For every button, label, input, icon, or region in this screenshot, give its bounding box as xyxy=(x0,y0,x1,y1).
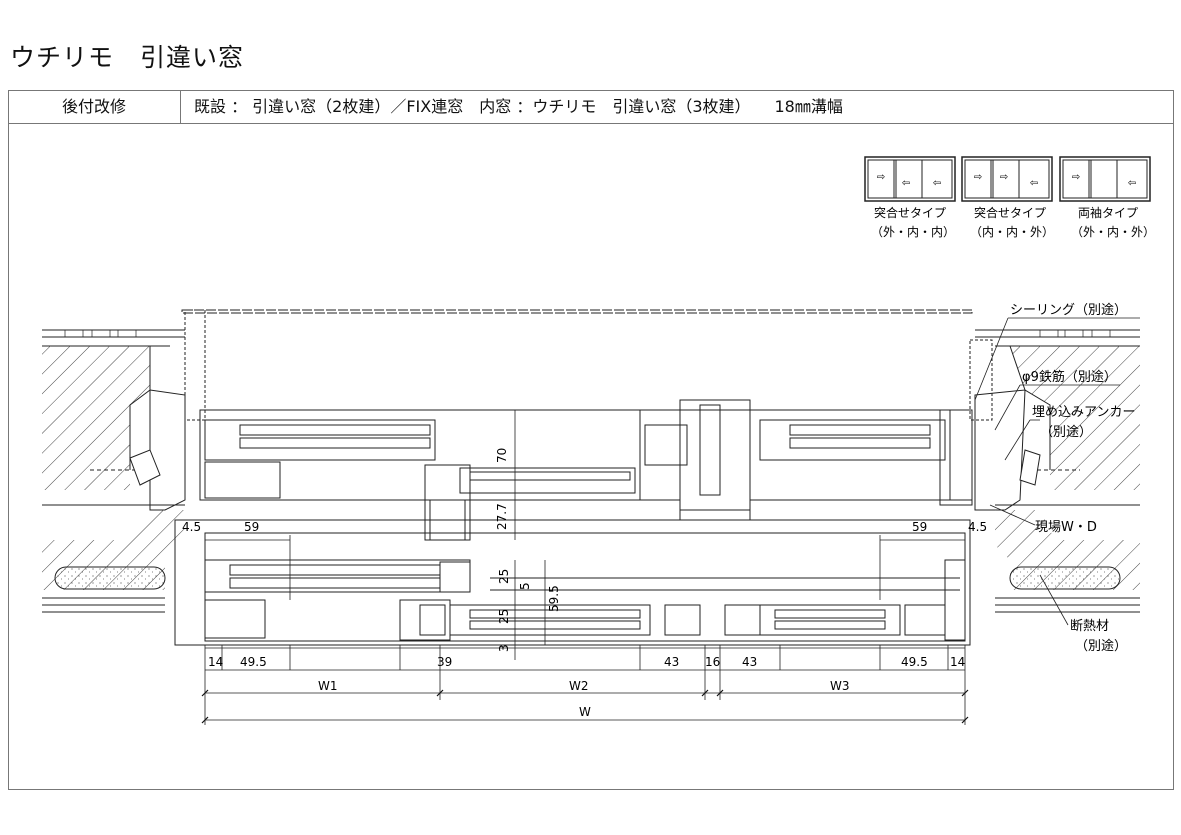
dim-25-upper: 25 xyxy=(497,569,511,584)
callout-rebar: φ9鉄筋（別途） xyxy=(1022,369,1117,385)
dim-4-5-left: 4.5 xyxy=(182,520,201,534)
callout-insulation-line2: （別途） xyxy=(1075,638,1127,654)
type-1-name: 突合せタイプ xyxy=(874,205,946,220)
dim-4-5-right: 4.5 xyxy=(968,520,987,534)
drawing-frame xyxy=(8,90,1174,790)
dim-25-lower: 25 xyxy=(497,609,511,624)
type-2-sub: （内・内・外） xyxy=(970,225,1054,239)
type-1-arrow-2: ⇦ xyxy=(902,178,910,189)
type-1-arrow-1: ⇨ xyxy=(877,172,885,183)
type-3-sub: （外・内・外） xyxy=(1071,225,1155,239)
dim-27-7: 27.7 xyxy=(495,503,509,530)
type-2-arrow-1: ⇨ xyxy=(974,172,982,183)
type-2-name: 突合せタイプ xyxy=(974,205,1046,220)
callout-site-wd: 現場W・D xyxy=(1035,520,1097,535)
spec-description: 既設 ： 引違い窓（2枚建）／FIX連窓 内窓 ：ウチリモ 引違い窓（3枚建） … xyxy=(194,97,843,116)
existing-window xyxy=(181,309,973,541)
callout-anchor-line1: 埋め込みアンカー xyxy=(1032,405,1135,420)
type-icon-1 xyxy=(864,156,956,202)
dim-w3: W3 xyxy=(830,679,850,693)
callout-anchor-line2: （別途） xyxy=(1040,424,1092,440)
type-3-name: 両袖タイプ xyxy=(1078,205,1138,220)
type-1-arrow-3: ⇦ xyxy=(933,178,941,189)
dim-70: 70 xyxy=(495,448,509,463)
right-wall xyxy=(969,329,1140,613)
dim-bottom-49-5-right: 49.5 xyxy=(901,655,928,669)
spec-category: 後付改修 xyxy=(8,90,181,123)
dim-ticks xyxy=(201,689,969,724)
spec-header-row: 後付改修 既設 ： 引違い窓（2枚建）／FIX連窓 内窓 ：ウチリモ 引違い窓（… xyxy=(8,90,1174,124)
type-2-arrow-3: ⇦ xyxy=(1030,178,1038,189)
dim-bottom-43-a: 43 xyxy=(664,655,679,669)
dim-bottom-39: 39 xyxy=(437,655,452,669)
type-1-sub: （外・内・内） xyxy=(871,225,955,239)
dimension-lines xyxy=(204,410,966,725)
callout-sealing: シーリング（別途） xyxy=(1010,302,1127,318)
dim-3: 3 xyxy=(497,644,511,652)
dim-bottom-49-5-left: 49.5 xyxy=(240,655,267,669)
dim-bottom-14-right: 14 xyxy=(950,655,965,669)
dim-w1: W1 xyxy=(318,679,338,693)
dim-bottom-14-left: 14 xyxy=(208,655,223,669)
dim-bottom-43-b: 43 xyxy=(742,655,757,669)
dim-w: W xyxy=(579,705,591,719)
left-wall xyxy=(42,309,206,613)
page-title: ウチリモ 引違い窓 xyxy=(10,43,245,72)
dim-59-right: 59 xyxy=(912,520,927,534)
dim-59-5: 59.5 xyxy=(547,585,561,612)
type-icon-2 xyxy=(961,156,1053,202)
type-3-arrow-3: ⇦ xyxy=(1128,178,1136,189)
dim-5: 5 xyxy=(518,582,532,590)
callout-leaders xyxy=(974,317,1140,626)
inner-window xyxy=(174,519,971,646)
dim-59-left: 59 xyxy=(244,520,259,534)
callout-insulation-line1: 断熱材 xyxy=(1070,619,1109,634)
dim-bottom-16: 16 xyxy=(705,655,720,669)
dim-w2: W2 xyxy=(569,679,589,693)
type-2-arrow-2: ⇨ xyxy=(1000,172,1008,183)
type-3-arrow-1: ⇨ xyxy=(1072,172,1080,183)
type-icon-3 xyxy=(1059,156,1151,202)
